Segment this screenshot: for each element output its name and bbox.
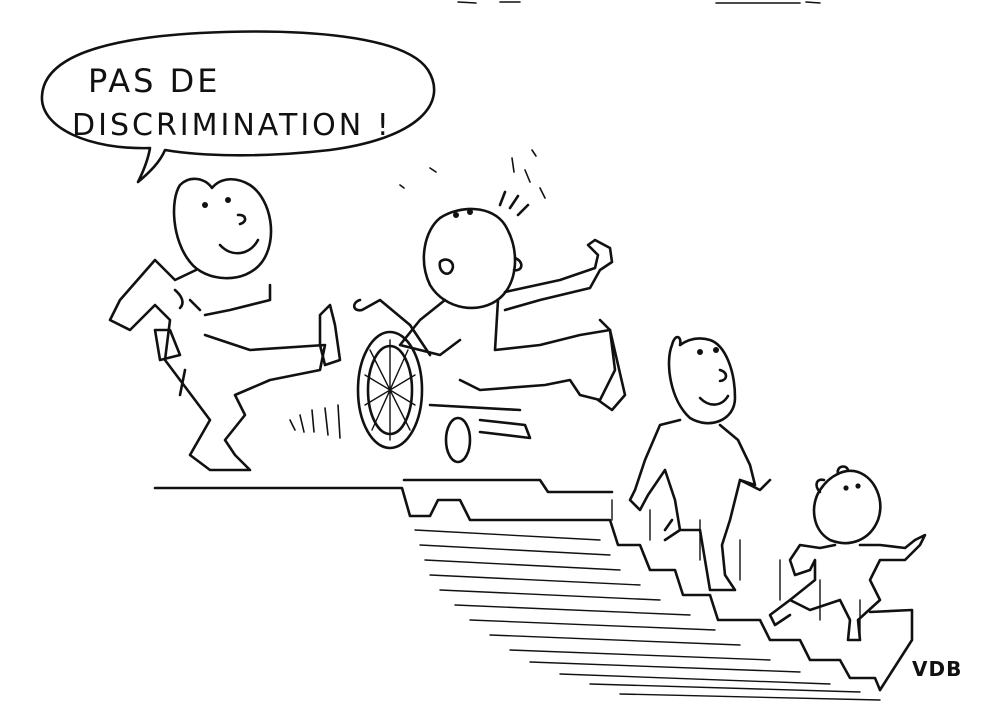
- kicking-boy-head: [172, 177, 273, 280]
- cropped-top-marks: [457, 1, 821, 4]
- wheelchair-boy: [352, 149, 627, 464]
- walking-man: [628, 335, 772, 592]
- little-girl: [768, 465, 927, 642]
- wheelchair: [352, 298, 532, 464]
- speech-line-2: DISCRIMINATION !: [72, 108, 392, 143]
- artist-signature: VDB: [912, 657, 962, 681]
- wheelchair-boy-head: [422, 207, 517, 310]
- stair-hatching: [414, 499, 881, 701]
- kicking-boy: [108, 177, 342, 472]
- surprise-marks: [399, 149, 546, 199]
- speech-bubble: PAS DE DISCRIMINATION !: [40, 30, 436, 184]
- little-girl-head: [812, 469, 882, 545]
- staircase: [153, 478, 914, 701]
- motion-lines: [289, 404, 341, 439]
- wheelchair-boy-arm: [503, 238, 614, 312]
- little-girl-body: [788, 533, 927, 642]
- speech-line-1: PAS DE: [88, 62, 220, 100]
- kicking-boy-body: [108, 258, 327, 472]
- walking-man-head: [667, 335, 737, 425]
